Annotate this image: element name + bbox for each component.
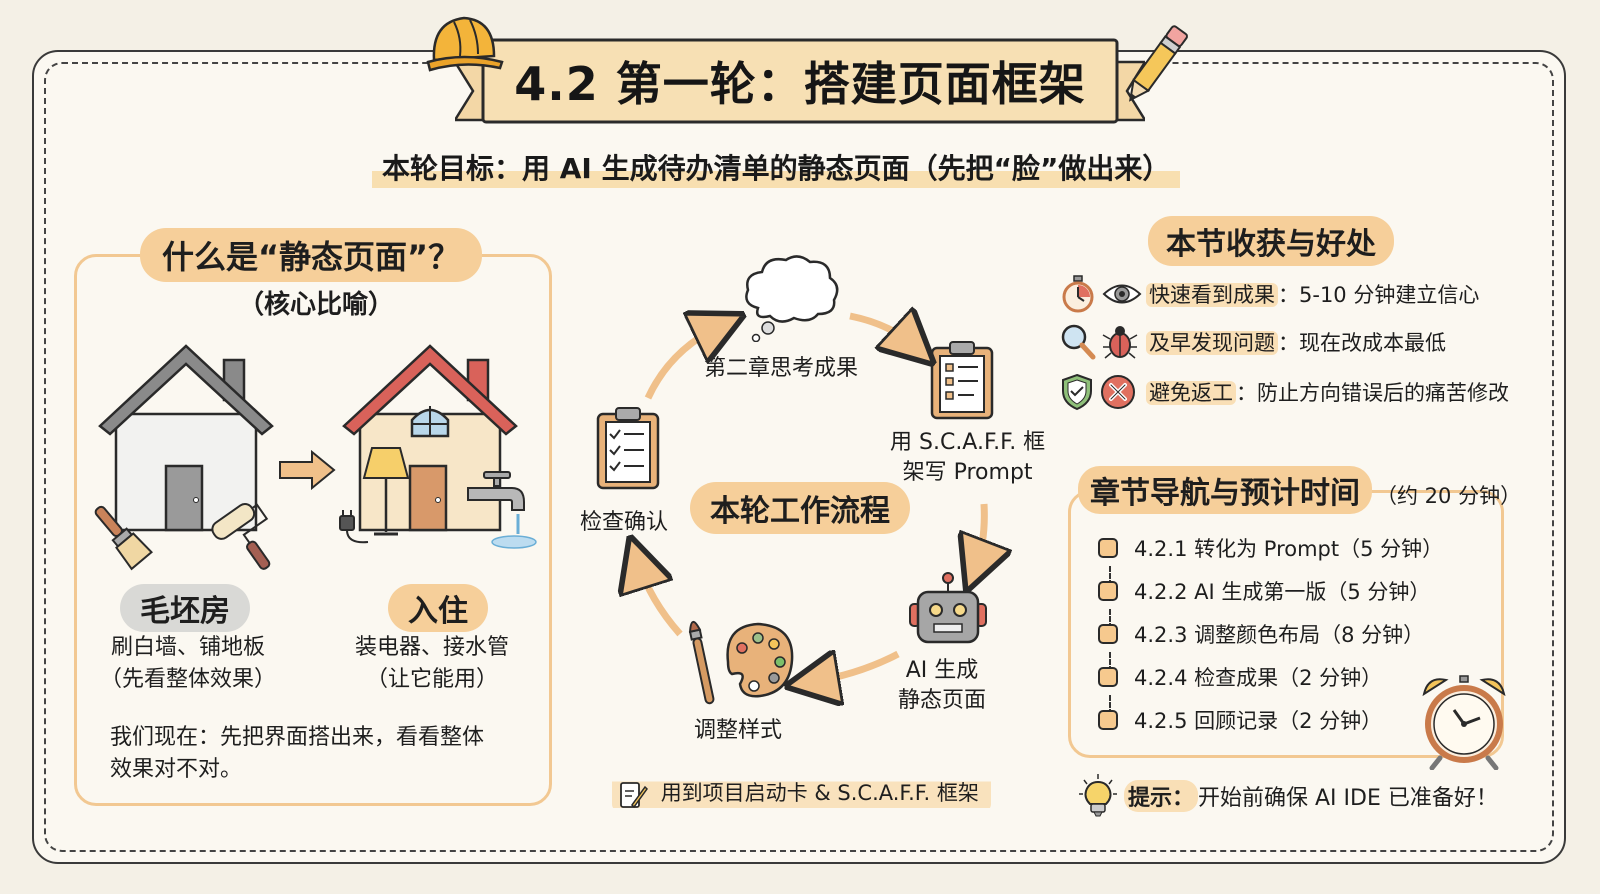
nav-checkbox[interactable] — [1098, 667, 1118, 687]
thought-cloud-icon — [745, 255, 839, 342]
shield-check-icon — [1062, 373, 1092, 411]
paint-brush-icon — [94, 505, 153, 571]
round-goal-subtitle: 本轮目标：用 AI 生成待办清单的静态页面（先把“脸”做出来） — [372, 148, 1181, 190]
hard-hat-icon — [426, 16, 504, 72]
gray-house-icon — [98, 344, 274, 532]
lamp-icon — [362, 447, 410, 536]
benefit-item: 及早发现问题：现在改成本最低 — [1060, 322, 1446, 362]
step-ai-generate: AI 生成 静态页面 — [898, 658, 987, 713]
nav-checkbox[interactable] — [1098, 624, 1118, 644]
benefit-item: 快速看到成果：5-10 分钟建立信心 — [1060, 274, 1479, 314]
tip-banner: 提示： 开始前确保 AI IDE 已准备好！ — [1078, 774, 1498, 818]
eye-icon — [1102, 284, 1142, 304]
notepad-pencil-icon — [620, 782, 648, 809]
plug-icon — [339, 510, 369, 544]
workflow-cycle-arrows — [580, 290, 1040, 710]
static-page-heading: 什么是“静态页面”？ — [140, 228, 483, 282]
clipboard-list-icon — [930, 341, 994, 420]
label-move-in: 入住 — [388, 584, 488, 632]
bug-icon — [1102, 326, 1138, 359]
rough-house-description: 刷白墙、铺地板 （先看整体效果） — [100, 635, 277, 692]
nav-checkbox[interactable] — [1098, 710, 1118, 730]
alarm-clock-icon — [1422, 675, 1506, 770]
nav-item-4-2-3[interactable]: 4.2.3 调整颜色布局（8 分钟） — [1098, 614, 1424, 654]
lightbulb-icon — [1079, 774, 1117, 817]
chapter-navigation-heading: 章节导航与预计时间 （约 20 分钟） — [1078, 466, 1521, 514]
nav-connector — [1109, 566, 1111, 586]
right-arrow-icon — [279, 450, 336, 490]
nav-connector — [1109, 609, 1111, 629]
benefit-item: 避免返工：防止方向错误后的痛苦修改 — [1060, 372, 1509, 412]
workflow-center-label: 本轮工作流程 — [690, 482, 910, 534]
title-banner: 4.2 第一轮：搭建页面框架 — [455, 34, 1145, 126]
nav-item-4-2-2[interactable]: 4.2.2 AI 生成第一版（5 分钟） — [1098, 571, 1430, 611]
furnished-house-icon — [342, 344, 518, 532]
nav-checkbox[interactable] — [1098, 581, 1118, 601]
core-metaphor-subheading: （核心比喻） — [238, 290, 395, 320]
x-circle-icon — [1101, 375, 1135, 409]
faucet-icon — [467, 471, 537, 549]
nav-item-4-2-4[interactable]: 4.2.4 检查成果（2 分钟） — [1098, 657, 1382, 697]
step-adjust-style: 调整样式 — [694, 718, 783, 743]
move-in-description: 装电器、接水管 （让它能用） — [354, 635, 509, 692]
robot-icon — [909, 572, 987, 644]
stopwatch-icon — [1062, 275, 1094, 313]
label-rough-house: 毛坯房 — [120, 584, 250, 632]
pencil-icon — [1128, 25, 1188, 102]
nav-connector — [1109, 652, 1111, 672]
paint-roller-icon — [211, 503, 271, 570]
nav-item-4-2-5[interactable]: 4.2.5 回顾记录（2 分钟） — [1098, 700, 1382, 740]
nav-item-4-2-1[interactable]: 4.2.1 转化为 Prompt（5 分钟） — [1098, 528, 1443, 568]
palette-brush-icon — [688, 620, 794, 705]
tools-used-tag: 用到项目启动卡 & S.C.A.F.F. 框架 — [612, 774, 991, 812]
step-write-prompt: 用 S.C.A.F.F. 框 架写 Prompt — [890, 430, 1046, 485]
nav-connector — [1109, 695, 1111, 715]
benefits-heading: 本节收获与好处 — [1148, 216, 1394, 266]
magnifier-icon — [1061, 324, 1096, 360]
current-stage-note: 我们现在：先把界面搭出来，看看整体 效果对不对。 — [110, 725, 485, 782]
nav-checkbox[interactable] — [1098, 538, 1118, 558]
page-title: 4.2 第一轮：搭建页面框架 — [514, 57, 1086, 111]
clipboard-check-icon — [596, 407, 660, 490]
